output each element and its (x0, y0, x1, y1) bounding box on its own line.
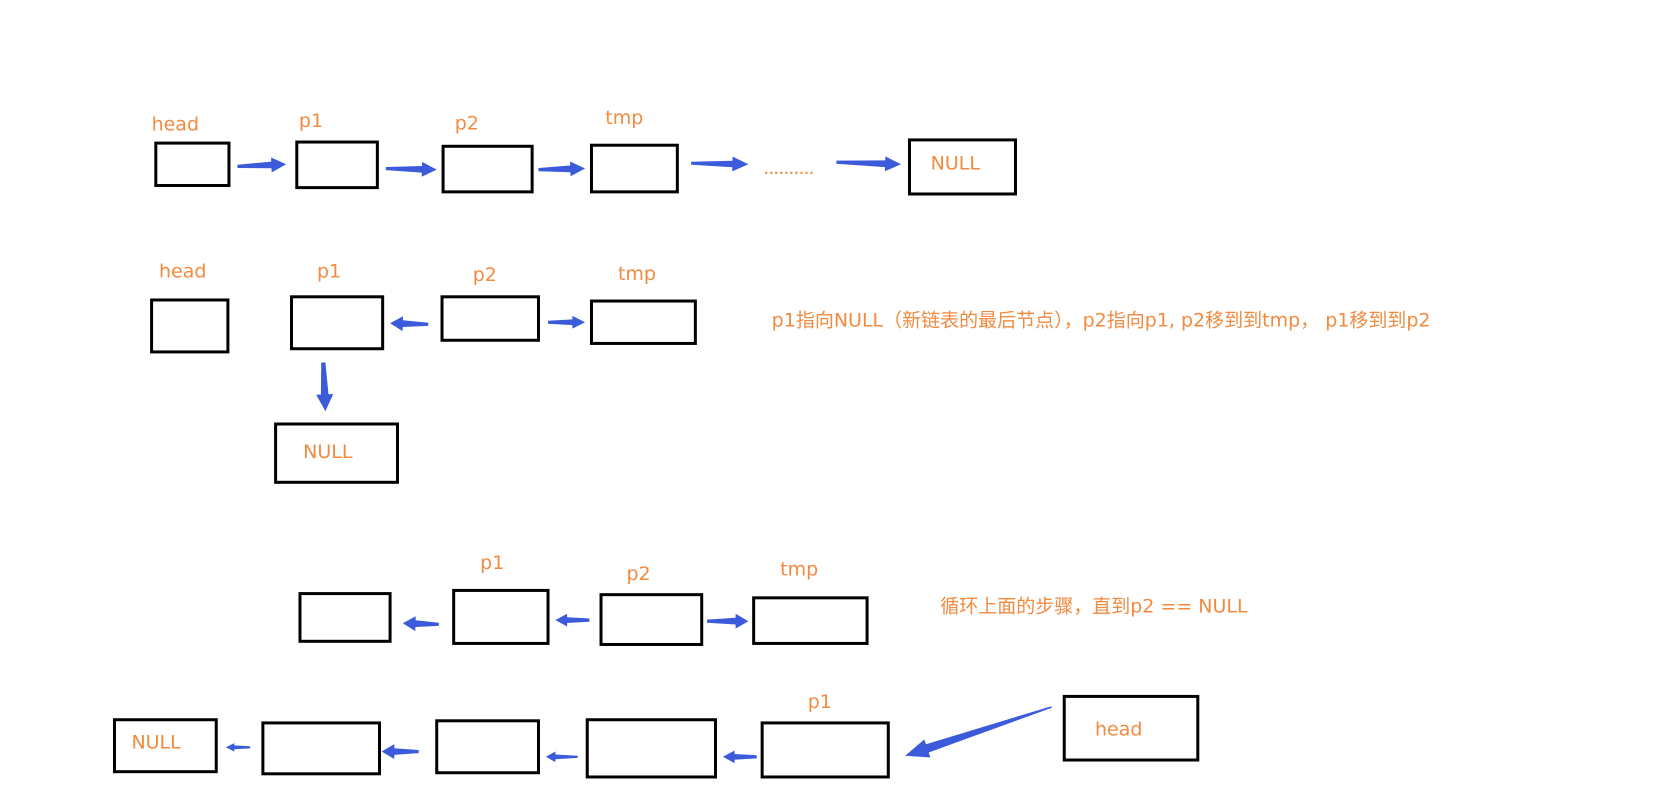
pointer-arrow-icon (381, 744, 419, 759)
ellipsis-text: .......... (763, 157, 813, 179)
list-node-box (589, 143, 679, 194)
pointer-arrow-icon (548, 315, 586, 329)
list-node-box (585, 718, 717, 779)
list-node-box (452, 588, 550, 645)
list-node-box (274, 422, 400, 484)
node-pointer-label: tmp (780, 559, 818, 581)
pointer-arrow-icon (225, 743, 251, 752)
node-pointer-label: p1 (480, 552, 504, 574)
node-pointer-label: head (152, 113, 199, 135)
node-pointer-label: p1 (317, 261, 341, 283)
node-pointer-label: p2 (455, 112, 479, 134)
node-value-text: NULL (303, 441, 353, 463)
list-node-box (154, 141, 231, 188)
list-node-box (112, 718, 218, 774)
node-value-text: NULL (131, 731, 181, 753)
list-node-box (752, 596, 869, 645)
node-pointer-label: head (159, 261, 206, 283)
node-pointer-label: tmp (605, 107, 643, 129)
pointer-arrow-icon (836, 156, 901, 172)
list-node-box (441, 144, 534, 194)
pointer-arrow-icon (316, 362, 334, 412)
list-node-box (589, 299, 697, 345)
pointer-arrow-icon (385, 161, 437, 177)
pointer-arrow-icon (722, 750, 757, 764)
list-node-box (907, 138, 1017, 196)
pointer-arrow-icon (707, 613, 749, 629)
list-node-box (435, 719, 540, 775)
list-node-box (599, 593, 704, 646)
pointer-arrow-icon (390, 316, 429, 332)
node-value-text: NULL (931, 153, 981, 175)
node-value-text: head (1095, 719, 1142, 741)
list-node-box (760, 721, 890, 779)
node-pointer-label: p1 (808, 691, 832, 713)
node-pointer-label: p2 (626, 563, 650, 585)
list-node-box (295, 140, 379, 190)
node-pointer-label: p1 (299, 110, 323, 132)
node-pointer-label: tmp (618, 263, 656, 285)
pointer-arrow-icon (691, 156, 749, 172)
list-node-box (290, 295, 385, 351)
pointer-arrow-icon (905, 706, 1052, 758)
list-node-box (261, 721, 381, 776)
list-node-box (440, 295, 540, 342)
list-node-box (298, 592, 392, 643)
pointer-arrow-icon (538, 161, 586, 177)
step-description-note: 循环上面的步骤，直到p2 == NULL (940, 596, 1248, 618)
pointer-arrow-icon (402, 616, 439, 632)
step-description-note: p1指向NULL（新链表的最后节点），p2指向p1, p2移到到tmp， p1移… (772, 309, 1431, 331)
pointer-arrow-icon (545, 751, 578, 763)
list-node-box (150, 298, 230, 354)
pointer-arrow-icon (555, 613, 590, 627)
node-pointer-label: p2 (473, 264, 497, 286)
list-node-box (1062, 694, 1200, 762)
pointer-arrow-icon (237, 157, 287, 173)
